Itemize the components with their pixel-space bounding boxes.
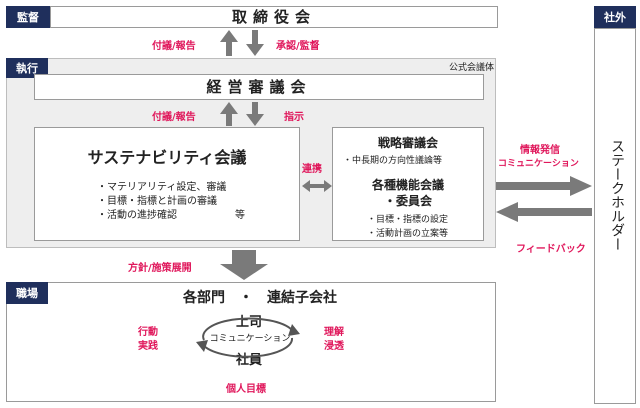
goal-label: 個人目標 (226, 384, 266, 395)
strategy-item-2: ・活動計画の立案等 (367, 229, 449, 239)
strategy-item-1: ・目標・指標の設定 (367, 215, 449, 225)
communication-label: コミュニケーション (498, 159, 579, 169)
comm-label: コミュニケーション (209, 334, 291, 344)
arrow-down-1 (246, 30, 264, 56)
workplace-title: 各部門 ・ 連結子会社 (183, 290, 337, 306)
approve-label: 承認/監督 (276, 41, 320, 52)
left-label-1: 行動 (138, 327, 158, 338)
tag-execution: 執行 (6, 58, 48, 78)
arrow-down-2 (246, 102, 264, 126)
instruct-label: 指示 (284, 112, 304, 123)
arrow-feedback (496, 202, 592, 222)
tag-external: 社外 (594, 6, 636, 28)
right-label-1: 理解 (324, 327, 344, 338)
arrow-to-stakeholder (496, 176, 592, 196)
management-box: 経営審議会 (34, 74, 484, 100)
sust-item-2: ・目標・指標と計画の審議 (97, 196, 217, 207)
arrow-up-1 (220, 30, 238, 56)
cycle-arrow-top (202, 317, 293, 341)
sustainability-box: サステナビリティ会議 ・マテリアリティ設定、審議 ・目標・指標と計画の審議 ・活… (34, 127, 300, 241)
committee-title: ・委員会 (383, 194, 432, 208)
info-label: 情報発信 (520, 145, 560, 156)
arrow-collab (302, 180, 332, 192)
strategy-title: 戦略審議会 (377, 136, 438, 150)
stakeholder-box: ステークホルダー (594, 28, 636, 404)
collab-label: 連携 (302, 164, 322, 175)
report-up-2: 付議/報告 (152, 112, 196, 123)
tag-supervision: 監督 (6, 6, 50, 28)
cycle-head-bottom (196, 340, 208, 352)
arrow-up-2 (220, 102, 238, 126)
board-box: 取締役会 (50, 6, 498, 28)
sust-item-1: ・マテリアリティ設定、審議 (97, 182, 227, 193)
arrow-policy (220, 250, 268, 280)
official-label: 公式会議体 (448, 63, 494, 73)
sust-item-3: ・活動の進捗確認 (97, 210, 177, 221)
workplace-box (6, 282, 496, 402)
report-up-1: 付議/報告 (152, 41, 196, 52)
strategy-sub: ・中長期の方向性議論等 (343, 156, 443, 166)
strategy-box: 戦略審議会 ・中長期の方向性議論等 各種機能会議 ・委員会 ・目標・指標の設定 … (332, 127, 484, 241)
sustainability-title: サステナビリティ会議 (87, 148, 247, 167)
feedback-label: フィードバック (516, 244, 586, 255)
policy-label: 方針/施策展開 (128, 263, 192, 274)
stakeholder-label: ステークホルダー (609, 139, 625, 251)
sust-etc: 等 (235, 210, 245, 221)
left-label-2: 実践 (138, 341, 158, 352)
cycle-arrow-bottom (203, 337, 294, 358)
tag-workplace: 職場 (6, 282, 48, 304)
right-label-2: 浸透 (324, 341, 344, 352)
cycle-head-top (288, 324, 300, 336)
function-title: 各種機能会議 (371, 178, 444, 192)
